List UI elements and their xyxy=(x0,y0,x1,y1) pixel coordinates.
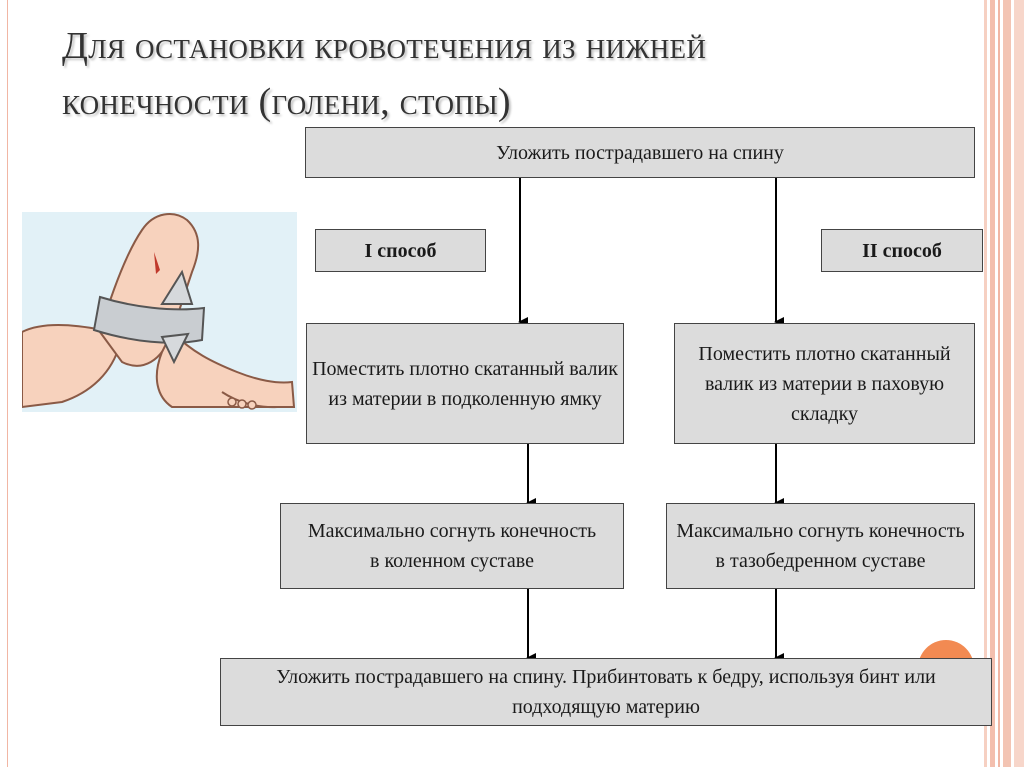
method-1-text: I способ xyxy=(364,239,437,262)
bandaged-leg-illustration xyxy=(22,212,297,412)
method-1-step-2: Максимально согнуть конечность в коленно… xyxy=(280,503,624,589)
method-2-step-1: Поместить плотно скатанный валик из мате… xyxy=(674,323,975,444)
step-top-text: Уложить пострадавшего на спину xyxy=(496,141,784,164)
step-bottom-bandage: Уложить пострадавшего на спину. Прибинто… xyxy=(220,658,992,726)
method-2-step-2: Максимально согнуть конечность в тазобед… xyxy=(666,503,975,589)
method-2-label: II способ xyxy=(821,229,983,272)
title-line-1: Для остановки кровотечения из нижней xyxy=(62,25,707,67)
slide-frame-right xyxy=(984,0,1024,767)
slide-title: Для остановки кровотечения из нижней кон… xyxy=(62,18,962,130)
method-1-step-1: Поместить плотно скатанный валик из мате… xyxy=(306,323,624,444)
step-top-lay-on-back: Уложить пострадавшего на спину xyxy=(305,127,975,178)
method-2-text: II способ xyxy=(862,239,942,262)
slide-frame-left xyxy=(0,0,8,767)
method-1-step-1-text: Поместить плотно скатанный валик из мате… xyxy=(312,357,618,410)
method-2-step-1-text: Поместить плотно скатанный валик из мате… xyxy=(698,342,951,425)
title-line-2: конечности (голени, стопы) xyxy=(62,81,511,123)
method-1-label: I способ xyxy=(315,229,486,272)
step-bottom-text: Уложить пострадавшего на спину. Прибинто… xyxy=(276,666,936,718)
method-1-step-2-text: Максимально согнуть конечность в коленно… xyxy=(307,520,597,572)
method-2-step-2-text: Максимально согнуть конечность в тазобед… xyxy=(676,520,965,572)
